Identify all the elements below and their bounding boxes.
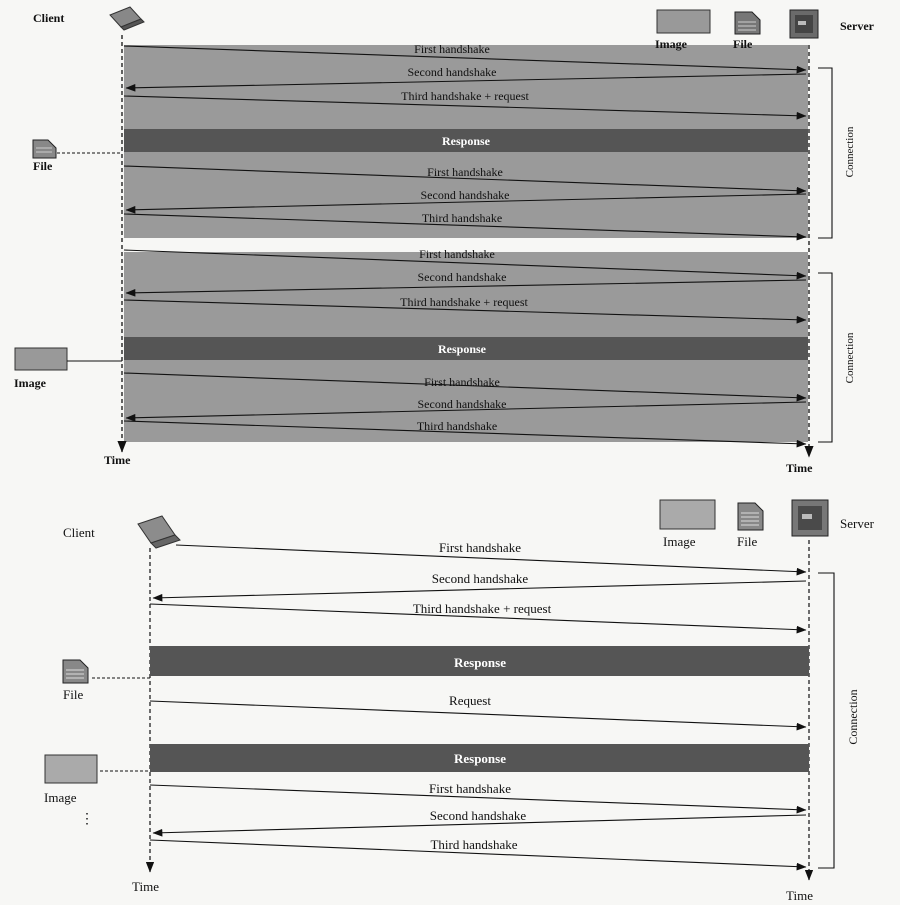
message-label: Third handshake — [422, 211, 502, 225]
message-arrow — [123, 372, 807, 402]
message-arrow — [123, 165, 807, 195]
message-label: Third handshake + request — [400, 295, 528, 309]
client-label: Client — [33, 11, 64, 25]
message-label: First handshake — [419, 247, 495, 261]
message-arrow — [149, 784, 807, 814]
image-icon — [659, 499, 716, 530]
response-label: Response — [454, 655, 506, 670]
laptop-icon — [137, 515, 181, 549]
connection-bracket — [818, 572, 835, 869]
message-arrow — [149, 603, 807, 634]
connection-label: Connection — [844, 126, 856, 177]
server-icon — [791, 499, 829, 537]
message-label: Second handshake — [418, 397, 507, 411]
connection-label: Connection — [844, 332, 856, 383]
message-label: Second handshake — [430, 808, 527, 823]
response-label: Response — [438, 342, 487, 356]
connection-bracket — [818, 67, 833, 239]
server-label: Server — [840, 516, 875, 531]
legend-file-label: File — [737, 534, 757, 549]
legend-image-label: Image — [663, 534, 696, 549]
file-icon — [62, 659, 89, 684]
server-label: Server — [840, 19, 875, 33]
message-label: Second handshake — [418, 270, 507, 284]
client-label: Client — [63, 525, 95, 540]
message-arrow — [125, 279, 807, 297]
response-label: Response — [442, 134, 491, 148]
time-label: Time — [104, 453, 131, 467]
connection-bracket — [818, 272, 833, 443]
message-arrow — [125, 73, 807, 92]
message-label: Third handshake — [430, 837, 517, 852]
response-bar — [124, 337, 808, 360]
continuation-ellipsis: ⋮ — [80, 812, 94, 827]
message-arrow — [149, 700, 807, 731]
message-label: First handshake — [429, 781, 511, 796]
message-arrow — [123, 249, 807, 280]
message-label: Third handshake + request — [401, 89, 529, 103]
response-bar — [150, 646, 809, 676]
file-icon — [32, 139, 57, 159]
message-label: Third handshake — [417, 419, 497, 433]
message-label: Third handshake + request — [413, 601, 552, 616]
time-label: Time — [132, 879, 159, 894]
message-label: Second handshake — [421, 188, 510, 202]
bottom-diagram: Client Image File Server Response Respon… — [44, 499, 875, 903]
message-label: First handshake — [439, 540, 521, 555]
time-label: Time — [786, 461, 813, 475]
delivered-file-label: File — [63, 687, 83, 702]
message-arrow — [123, 213, 807, 241]
message-arrow — [125, 193, 807, 214]
server-icon — [789, 9, 819, 39]
connection-label: Connection — [846, 689, 860, 744]
laptop-icon — [109, 6, 145, 31]
message-label: Second handshake — [408, 65, 497, 79]
response-bar — [150, 744, 809, 772]
message-arrow — [149, 839, 807, 871]
legend-image-label: Image — [655, 37, 688, 51]
delivered-file-label: File — [33, 159, 53, 173]
message-label: First handshake — [424, 375, 500, 389]
top-diagram: Response Response First handshake Second… — [14, 6, 875, 475]
message-arrow — [125, 401, 807, 422]
image-icon — [656, 9, 711, 34]
image-icon — [44, 754, 98, 784]
image-icon — [14, 347, 68, 371]
message-arrow — [123, 420, 807, 448]
message-arrow — [123, 299, 807, 324]
file-icon — [737, 502, 764, 531]
message-label: First handshake — [414, 42, 490, 56]
delivered-image-label: Image — [14, 376, 47, 390]
file-icon — [734, 11, 761, 35]
response-bar — [124, 129, 808, 152]
legend-file-label: File — [733, 37, 753, 51]
message-arrow — [123, 95, 807, 120]
message-arrow — [175, 544, 807, 576]
message-label: Second handshake — [432, 571, 529, 586]
message-label: First handshake — [427, 165, 503, 179]
time-label: Time — [786, 888, 813, 903]
message-arrow — [123, 45, 807, 74]
message-arrow — [152, 814, 807, 837]
delivered-image-label: Image — [44, 790, 77, 805]
message-label: Request — [449, 693, 491, 708]
message-arrow — [152, 580, 807, 602]
response-label: Response — [454, 751, 506, 766]
